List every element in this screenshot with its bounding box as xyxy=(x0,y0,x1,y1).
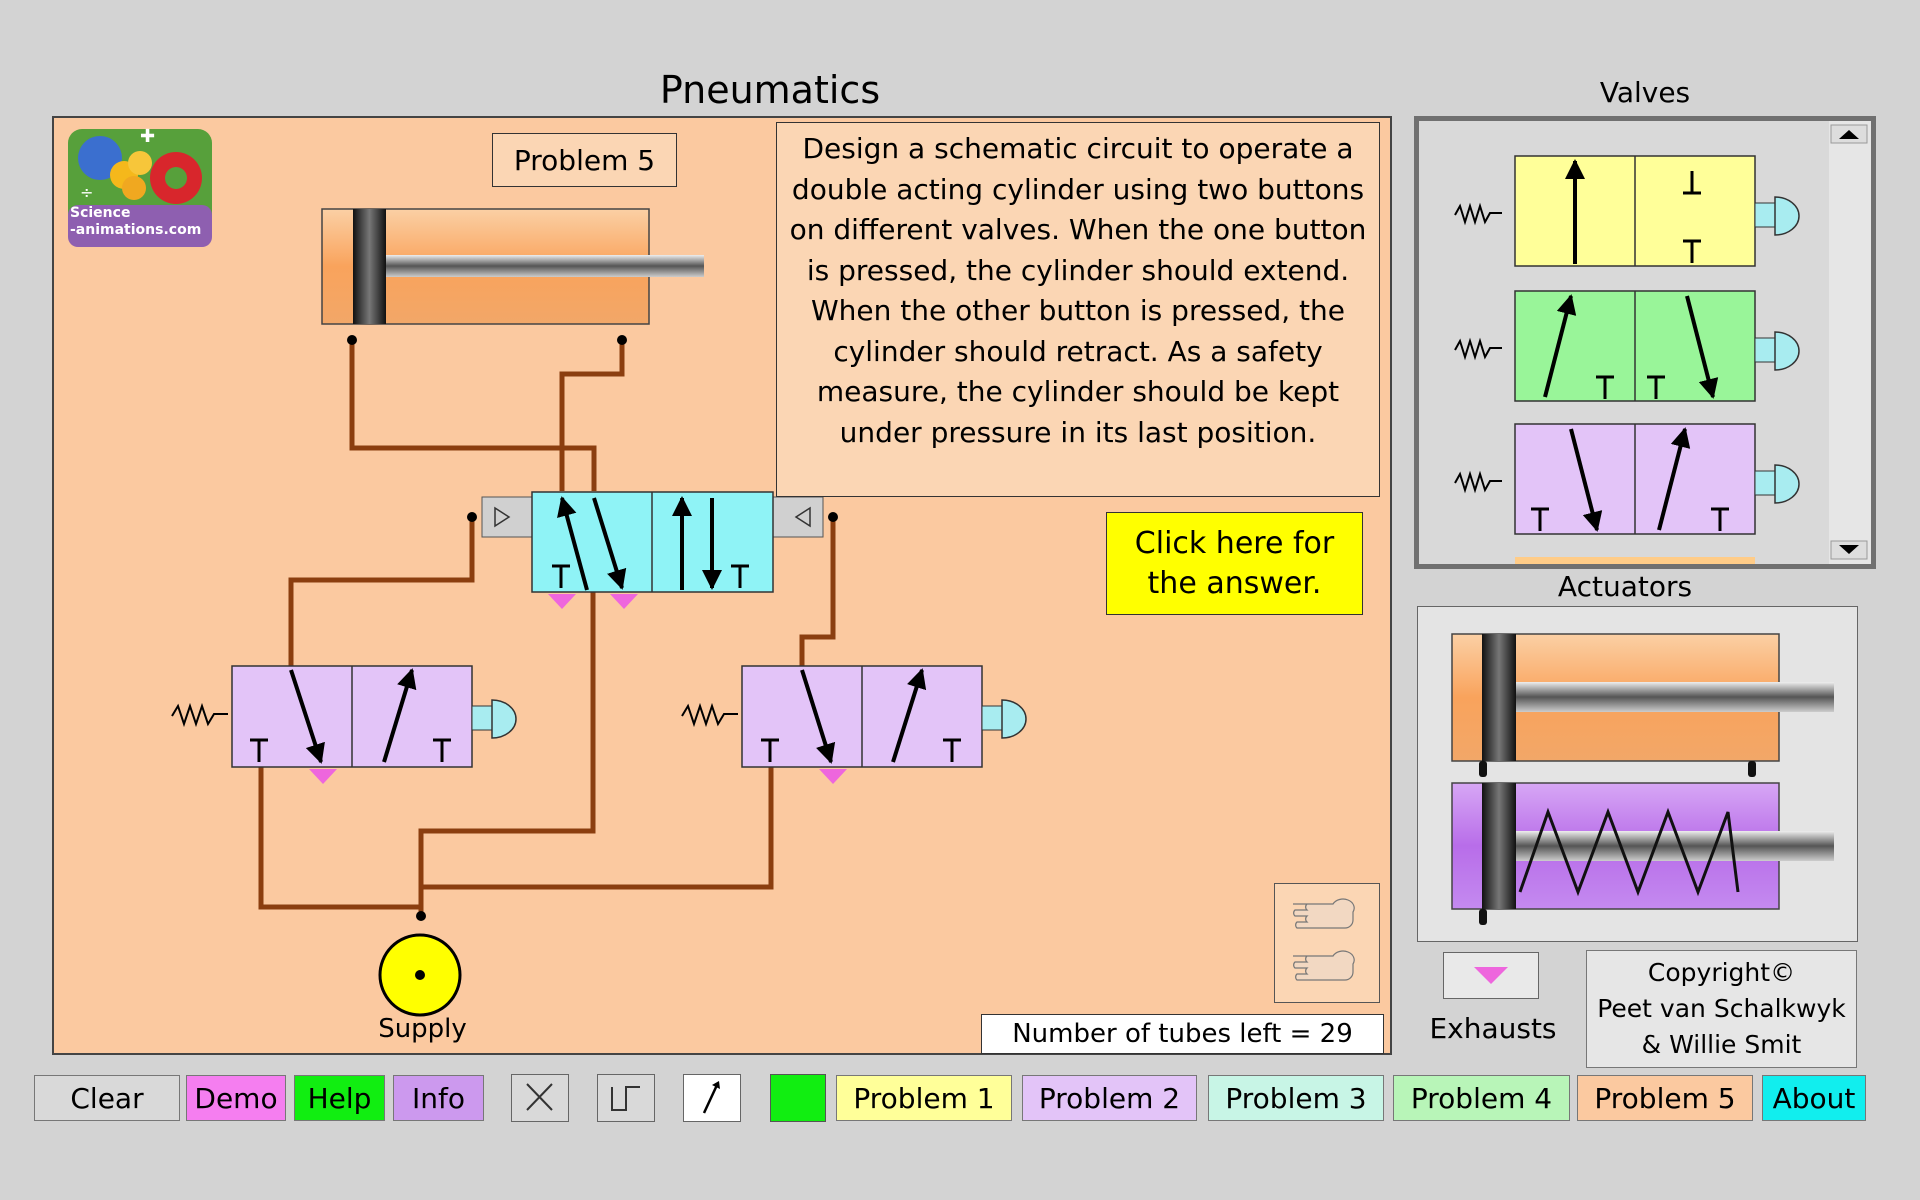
svg-text:÷: ÷ xyxy=(80,183,93,202)
valve-green-palette-item[interactable] xyxy=(1454,290,1800,402)
actuators-palette[interactable] xyxy=(1417,606,1858,942)
copyright-line2: Peet van Schalkwyk xyxy=(1597,994,1846,1023)
copyright-line1: Copyright© xyxy=(1647,958,1796,987)
logo-line2: -animations.com xyxy=(70,222,202,238)
pointer-tool-icon xyxy=(702,1081,720,1114)
right-button-valve-3-2[interactable] xyxy=(681,665,1027,784)
scroll-up-arrow[interactable] xyxy=(1830,124,1868,144)
demo-button[interactable]: Demo xyxy=(186,1075,286,1121)
pilot-valve-5-2[interactable] xyxy=(481,491,824,609)
left-button-valve-3-2[interactable] xyxy=(171,665,517,784)
problem-2-button[interactable]: Problem 2 xyxy=(1022,1075,1197,1121)
science-animations-logo: ✚ ÷ xyxy=(68,126,212,247)
pointer-tool-button[interactable] xyxy=(683,1074,741,1122)
color-swatch-button[interactable] xyxy=(770,1074,826,1122)
exhaust-icon xyxy=(1474,967,1508,984)
problem-label: Problem 5 xyxy=(492,133,677,187)
delete-tool-button[interactable] xyxy=(511,1074,569,1122)
clear-button[interactable]: Clear xyxy=(34,1075,180,1121)
valve-yellow-palette-item[interactable] xyxy=(1454,155,1800,267)
valves-title: Valves xyxy=(1599,76,1691,109)
logo-line1: Science xyxy=(70,205,131,221)
air-supply[interactable] xyxy=(378,933,462,1017)
copyright-box: Copyright© Peet van Schalkwyk & Willie S… xyxy=(1586,950,1857,1068)
valves-palette[interactable] xyxy=(1414,116,1876,569)
help-button[interactable]: Help xyxy=(294,1075,385,1121)
double-acting-cylinder[interactable] xyxy=(321,208,704,325)
exhausts-label: Exhausts xyxy=(1429,1012,1557,1045)
tube-tool-icon xyxy=(611,1086,640,1111)
single-acting-cylinder-palette-item[interactable] xyxy=(1451,782,1834,925)
problem-4-button[interactable]: Problem 4 xyxy=(1393,1075,1570,1121)
supply-label: Supply xyxy=(378,1014,467,1044)
delete-tool-icon xyxy=(526,1083,553,1111)
tube-tool-button[interactable] xyxy=(597,1074,655,1122)
exhaust-palette-item[interactable] xyxy=(1443,952,1539,999)
app-title: Pneumatics xyxy=(659,68,881,112)
svg-text:✚: ✚ xyxy=(140,126,155,147)
show-answer-button[interactable]: Click here for the answer. xyxy=(1106,512,1363,615)
two-hands-icon[interactable] xyxy=(1274,883,1380,1003)
copyright-line3: & Willie Smit xyxy=(1641,1030,1802,1059)
problem-1-button[interactable]: Problem 1 xyxy=(836,1075,1012,1121)
tubes xyxy=(258,340,836,914)
double-acting-cylinder-palette-item[interactable] xyxy=(1451,633,1834,777)
tubes-left-counter: Number of tubes left = 29 xyxy=(981,1014,1384,1054)
logo-text: Science -animations.com xyxy=(70,205,210,239)
about-button[interactable]: About xyxy=(1762,1075,1866,1121)
problem-3-button[interactable]: Problem 3 xyxy=(1208,1075,1384,1121)
valve-purple-palette-item[interactable] xyxy=(1454,423,1800,535)
actuators-title: Actuators xyxy=(1557,570,1693,603)
problem-5-button[interactable]: Problem 5 xyxy=(1577,1075,1753,1121)
info-button[interactable]: Info xyxy=(393,1075,484,1121)
instructions-text: Design a schematic circuit to operate a … xyxy=(776,122,1380,497)
scroll-down-arrow[interactable] xyxy=(1830,540,1868,560)
